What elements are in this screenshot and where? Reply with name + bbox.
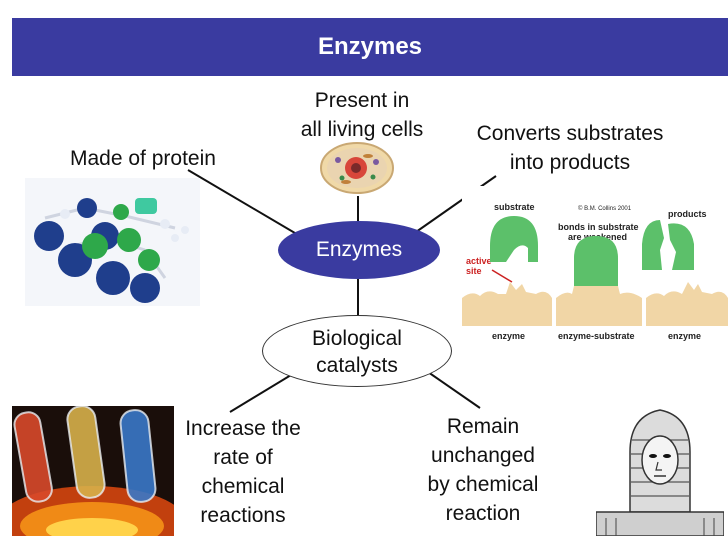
sphinx-image: [596, 400, 724, 536]
label-made-of-protein: Made of protein: [70, 147, 216, 170]
label-remain-unchanged: Remain unchanged by chemical reaction: [427, 415, 539, 525]
diagram-label-copyright: © B.M. Collins 2001: [578, 205, 632, 212]
diagram-label-active-site-1: active: [466, 256, 492, 266]
diagram-label-substrate: substrate: [494, 202, 535, 212]
diagram-label-active-site-2: site: [466, 266, 482, 276]
bound-substrate-shape: [574, 236, 618, 286]
diagram-label-products: products: [668, 209, 707, 219]
living-cell-image: [320, 142, 394, 194]
connector-rate: [229, 371, 297, 413]
enzyme-substrate-diagram: substrate © B.M. Collins 2001 products b…: [462, 186, 728, 346]
label-increase-rate: Increase the rate of chemical reactions: [185, 417, 301, 527]
diagram-label-enzyme-right: enzyme: [668, 331, 701, 341]
label-converts: Converts substrates into products: [476, 122, 664, 174]
product-right-shape: [668, 223, 694, 270]
title-bar: Enzymes: [12, 18, 728, 76]
connector-protein: [187, 169, 301, 237]
connector-unchanged: [427, 371, 481, 409]
diagram-label-enzyme-left: enzyme: [492, 331, 525, 341]
node-biological-catalysts: Biological catalysts: [262, 315, 452, 387]
connector-converts: [415, 175, 497, 233]
label-present-in-cells: Present in all living cells: [300, 89, 424, 141]
enzyme-right-shape: [646, 282, 728, 326]
diagram-label-bonds-1: bonds in substrate: [558, 222, 639, 232]
page-title: Enzymes: [317, 33, 423, 60]
diagram-label-enzyme-substrate: enzyme-substrate: [558, 331, 635, 341]
enzyme-left-shape: [462, 282, 552, 326]
substrate-shape: [490, 216, 538, 262]
product-left-shape: [642, 220, 664, 270]
protein-model-image: [25, 178, 200, 306]
enzyme-middle-shape: [556, 286, 642, 326]
active-site-arrow: [491, 269, 513, 283]
test-tubes-flame-image: [12, 406, 174, 536]
center-node-enzymes: Enzymes: [278, 221, 440, 279]
